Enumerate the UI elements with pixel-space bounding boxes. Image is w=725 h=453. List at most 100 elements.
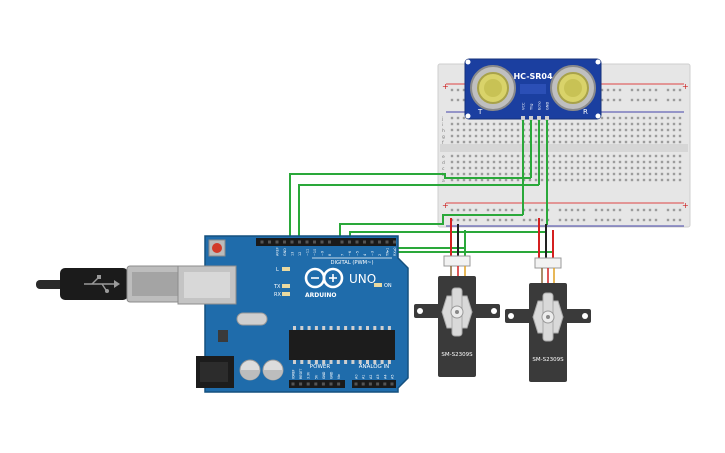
header-pin[interactable]	[348, 240, 351, 244]
chip-leg	[366, 360, 369, 364]
analog-pin[interactable]	[361, 382, 365, 386]
usb-cable[interactable]	[36, 265, 184, 303]
chip-leg	[300, 360, 304, 364]
wire-echo-to-pin[interactable]	[298, 184, 539, 238]
wire-trig-to-pin[interactable]	[289, 173, 531, 238]
header-pin[interactable]	[275, 240, 279, 244]
sensor-pin[interactable]	[545, 116, 549, 121]
header-pin[interactable]	[290, 240, 294, 244]
header-pin[interactable]	[355, 240, 359, 244]
breadboard-hole	[564, 172, 568, 176]
power-pin[interactable]	[306, 382, 310, 386]
led-tx	[282, 284, 290, 288]
header-pin[interactable]	[393, 240, 396, 244]
breadboard-hole	[642, 178, 646, 182]
header-pin[interactable]	[328, 240, 331, 244]
breadboard-hole	[504, 178, 508, 182]
sensor-pin[interactable]	[529, 116, 533, 121]
breadboard-hole	[564, 166, 568, 170]
header-pin[interactable]	[370, 240, 374, 244]
header-pin[interactable]	[268, 240, 271, 244]
breadboard-hole	[636, 154, 640, 158]
breadboard-hole	[570, 128, 574, 132]
rail-hole	[558, 208, 562, 212]
header-pin[interactable]	[305, 240, 309, 244]
power-pin[interactable]	[337, 382, 341, 386]
servo-1-screw	[455, 310, 459, 314]
power-pin[interactable]	[329, 382, 333, 386]
rail-hole	[612, 98, 616, 102]
rail-hole	[648, 208, 652, 212]
breadboard-hole	[606, 140, 610, 144]
breadboard-hole	[510, 172, 514, 176]
analog-pin[interactable]	[376, 382, 380, 386]
breadboard-hole	[450, 122, 454, 126]
power-pin-label: 5V	[314, 374, 318, 379]
breadboard-hole	[606, 166, 610, 170]
breadboard-hole	[462, 166, 466, 170]
breadboard-hole	[510, 134, 514, 138]
breadboard-hole	[642, 140, 646, 144]
header-pin[interactable]	[320, 240, 324, 244]
sensor-pin[interactable]	[537, 116, 541, 121]
sensor-label: HC-SR04	[513, 72, 553, 81]
breadboard-hole	[492, 160, 496, 164]
power-pin[interactable]	[299, 382, 303, 386]
header-pin[interactable]	[378, 240, 381, 244]
analog-pin[interactable]	[390, 382, 394, 386]
power-pin[interactable]	[321, 382, 325, 386]
header-pin[interactable]	[385, 240, 389, 244]
header-pin[interactable]	[340, 240, 344, 244]
header-pin[interactable]	[260, 240, 264, 244]
sensor-pin[interactable]	[521, 116, 525, 121]
breadboard-hole	[606, 172, 610, 176]
rail-hole	[462, 218, 466, 222]
rail-hole	[672, 208, 676, 212]
transducer-left	[470, 65, 516, 111]
power-pin[interactable]	[291, 382, 295, 386]
breadboard-hole	[468, 172, 472, 176]
power-pin[interactable]	[314, 382, 318, 386]
transducer-right	[550, 65, 596, 111]
header-pin[interactable]	[313, 240, 316, 244]
rail-hole	[642, 208, 646, 212]
chip-leg	[387, 326, 391, 330]
crystal-oscillator	[236, 312, 268, 326]
breadboard-hole	[582, 178, 586, 182]
analog-pin[interactable]	[354, 382, 358, 386]
breadboard-hole	[600, 166, 604, 170]
rail-hole	[540, 208, 544, 212]
header-pin[interactable]	[363, 240, 366, 244]
chip-leg	[314, 326, 318, 330]
breadboard-hole	[660, 116, 664, 120]
header-pin[interactable]	[283, 240, 286, 244]
reset-button-cap[interactable]	[212, 243, 222, 253]
breadboard-hole	[462, 178, 466, 182]
breadboard-hole	[468, 154, 472, 158]
digital-pin-label: ~9	[321, 251, 325, 256]
rail-hole	[468, 208, 472, 212]
rail-hole	[636, 88, 640, 92]
servo-1-mount-hole	[491, 308, 497, 314]
breadboard-hole	[540, 172, 544, 176]
header-pin[interactable]	[298, 240, 301, 244]
led-label-tx: TX	[273, 284, 281, 290]
analog-pin[interactable]	[383, 382, 387, 386]
breadboard-hole	[450, 134, 454, 138]
led-on	[374, 283, 382, 287]
servo-2[interactable]: SM-S2309S	[505, 257, 591, 382]
digital-pin-label: ~5	[356, 251, 360, 256]
rail-hole	[528, 218, 532, 222]
rail-hole	[570, 218, 574, 222]
analog-pin[interactable]	[368, 382, 372, 386]
rail-hole	[648, 98, 652, 102]
rail-hole	[600, 208, 604, 212]
digital-pin-label: RX◂0	[393, 247, 397, 256]
servo-1[interactable]: SM-S2309S	[414, 255, 500, 377]
wire-vcc-to-arduino[interactable]	[339, 214, 523, 240]
breadboard-hole	[552, 140, 556, 144]
breadboard-hole	[654, 134, 658, 138]
breadboard-hole	[642, 122, 646, 126]
